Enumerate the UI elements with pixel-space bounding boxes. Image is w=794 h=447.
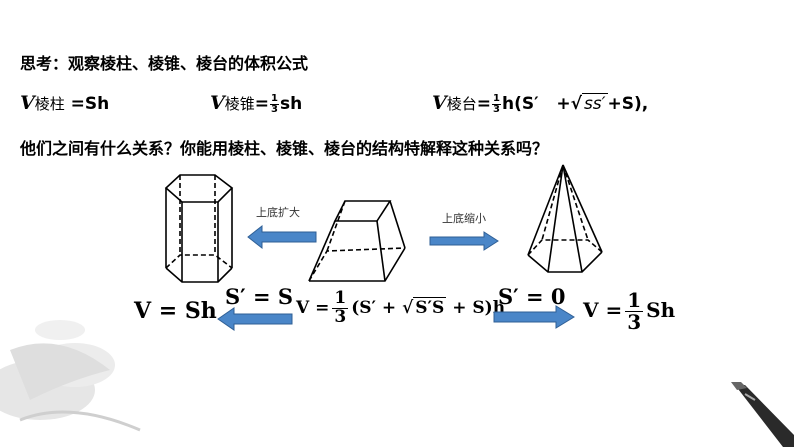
- page-title: 思考：观察棱柱、棱锥、棱台的体积公式: [20, 54, 309, 73]
- arrow-left-expand: [247, 224, 317, 250]
- result-prism: V = Sh: [134, 298, 217, 324]
- formula-prism: V棱柱 =Sh: [20, 92, 110, 114]
- condition-s-prime-equals-zero: S′ = 0: [498, 284, 566, 309]
- condition-s-prime-equals-s: S′ = S: [225, 284, 294, 309]
- brush-decoration: [731, 382, 794, 447]
- hexagonal-prism-figure: [164, 174, 234, 283]
- arrow-right-shrink: [429, 231, 499, 251]
- ink-flower-decoration: [0, 320, 141, 432]
- label-shrink: 上底缩小: [442, 212, 486, 225]
- hexagonal-pyramid-figure: [527, 164, 603, 273]
- arrow-right-bottom: [493, 305, 575, 329]
- label-expand: 上底扩大: [256, 206, 300, 219]
- arrow-left-bottom: [217, 307, 293, 331]
- question-text: 他们之间有什么关系？你能用棱柱、棱锥、棱台的结构特解释这种关系吗？: [20, 139, 549, 158]
- frustum-figure: [308, 200, 406, 282]
